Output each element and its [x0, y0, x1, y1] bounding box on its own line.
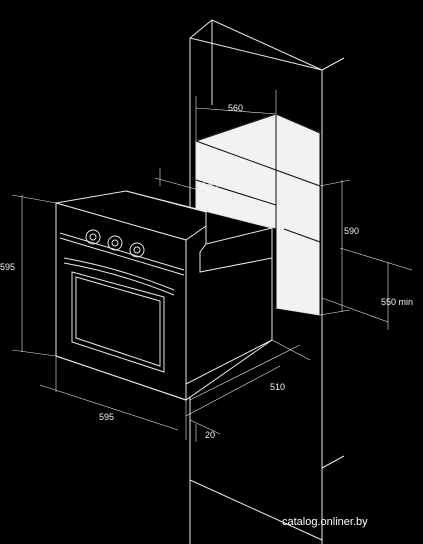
dim-niche-top-width: 560	[228, 103, 243, 113]
cabinet	[189, 19, 345, 544]
dim-oven-depth: 555	[203, 180, 218, 190]
dim-niche-depth: 550 min	[381, 297, 413, 307]
dim-niche-height: 590	[344, 226, 359, 236]
dimension-lines	[11, 90, 413, 442]
oven-window	[71, 271, 165, 373]
control-knob-3[interactable]	[129, 242, 145, 258]
control-knob-1[interactable]	[85, 229, 101, 245]
dim-oven-width: 595	[99, 412, 114, 422]
door-handle[interactable]	[63, 257, 175, 296]
dim-gap: 20	[205, 430, 215, 440]
watermark: catalog.onliner.by	[282, 516, 368, 528]
control-knob-2[interactable]	[107, 235, 123, 251]
oven-front	[55, 202, 187, 401]
dim-oven-body-depth: 510	[270, 382, 285, 392]
dim-oven-height: 595	[0, 262, 15, 272]
